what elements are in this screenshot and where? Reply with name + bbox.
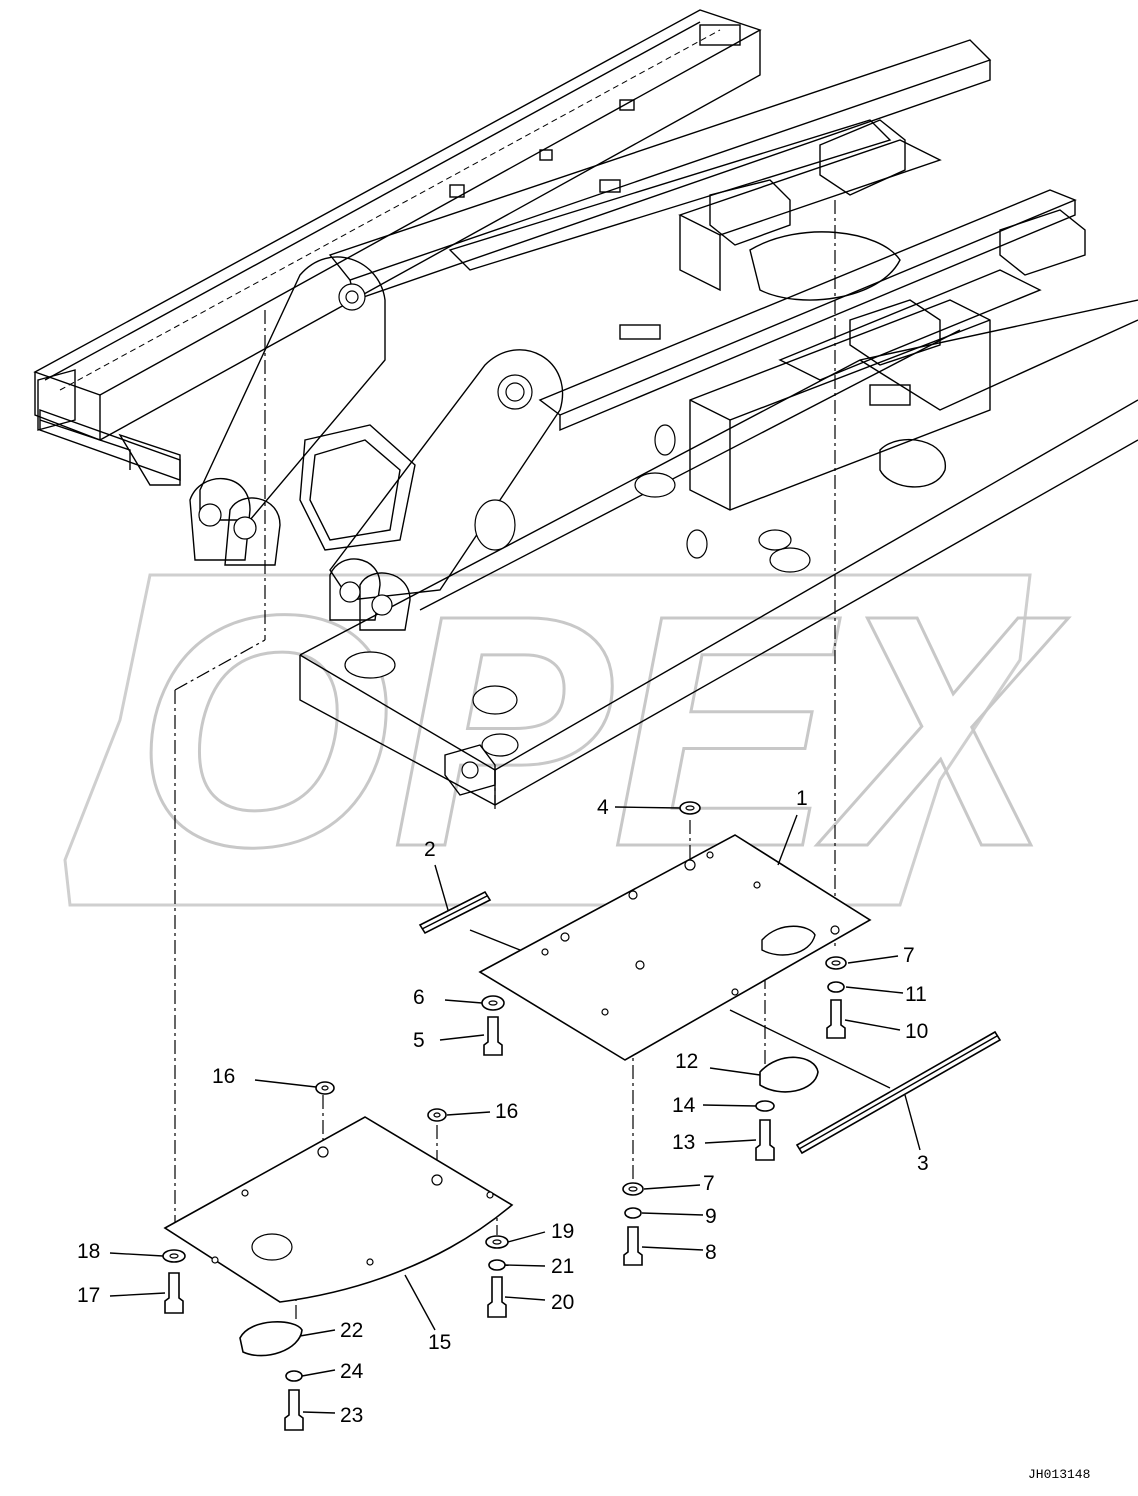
- callout-11: 11: [905, 983, 927, 1006]
- callout-17: 17: [77, 1284, 100, 1307]
- callout-8: 8: [705, 1241, 717, 1264]
- seal-strip-2: [418, 890, 492, 935]
- callout-23: 23: [340, 1404, 363, 1427]
- callout-7a: 7: [903, 944, 915, 967]
- bolts: [164, 999, 846, 1431]
- cover-plate-1: [478, 834, 872, 1061]
- callout-4: 4: [597, 796, 609, 819]
- watermark-text: OPEX: [135, 546, 1069, 915]
- callout-13: 13: [672, 1131, 695, 1154]
- cover-plate-15: [163, 1116, 514, 1303]
- leader-lines: [109, 806, 921, 1414]
- cover-plate-22: [239, 1321, 303, 1357]
- watermark: OPEX: [63, 545, 1071, 917]
- callout-16a: 16: [212, 1065, 235, 1088]
- callout-5: 5: [413, 1029, 425, 1052]
- callout-24: 24: [340, 1360, 364, 1383]
- upper-frame-assembly: [33, 9, 1138, 806]
- drawing-code: JH013148: [1028, 1467, 1090, 1482]
- callout-13-14: 14: [672, 1094, 696, 1117]
- callout-6: 6: [413, 986, 425, 1009]
- assembly-centerlines: [174, 200, 836, 1320]
- callout-labels: 1 2 3 4 5 6 7 7 8 9 10 11 12 14 13 15 16…: [77, 787, 929, 1427]
- callout-3: 3: [917, 1152, 929, 1175]
- callout-10: 10: [905, 1020, 928, 1043]
- callout-21: 21: [551, 1255, 574, 1278]
- callout-16b: 16: [495, 1100, 518, 1123]
- callout-7b: 7: [703, 1172, 715, 1195]
- callout-2: 2: [424, 838, 436, 861]
- callout-9: 9: [705, 1205, 717, 1228]
- washers: [162, 801, 847, 1382]
- callout-18: 18: [77, 1240, 100, 1263]
- seal-strip-3: [795, 1030, 1002, 1155]
- callout-19: 19: [551, 1220, 574, 1243]
- callout-22: 22: [340, 1319, 363, 1342]
- callout-12: 12: [675, 1050, 698, 1073]
- callout-15: 15: [428, 1331, 451, 1354]
- cover-plate-12: [759, 1056, 819, 1093]
- callout-1: 1: [796, 787, 808, 810]
- callout-20: 20: [551, 1291, 574, 1314]
